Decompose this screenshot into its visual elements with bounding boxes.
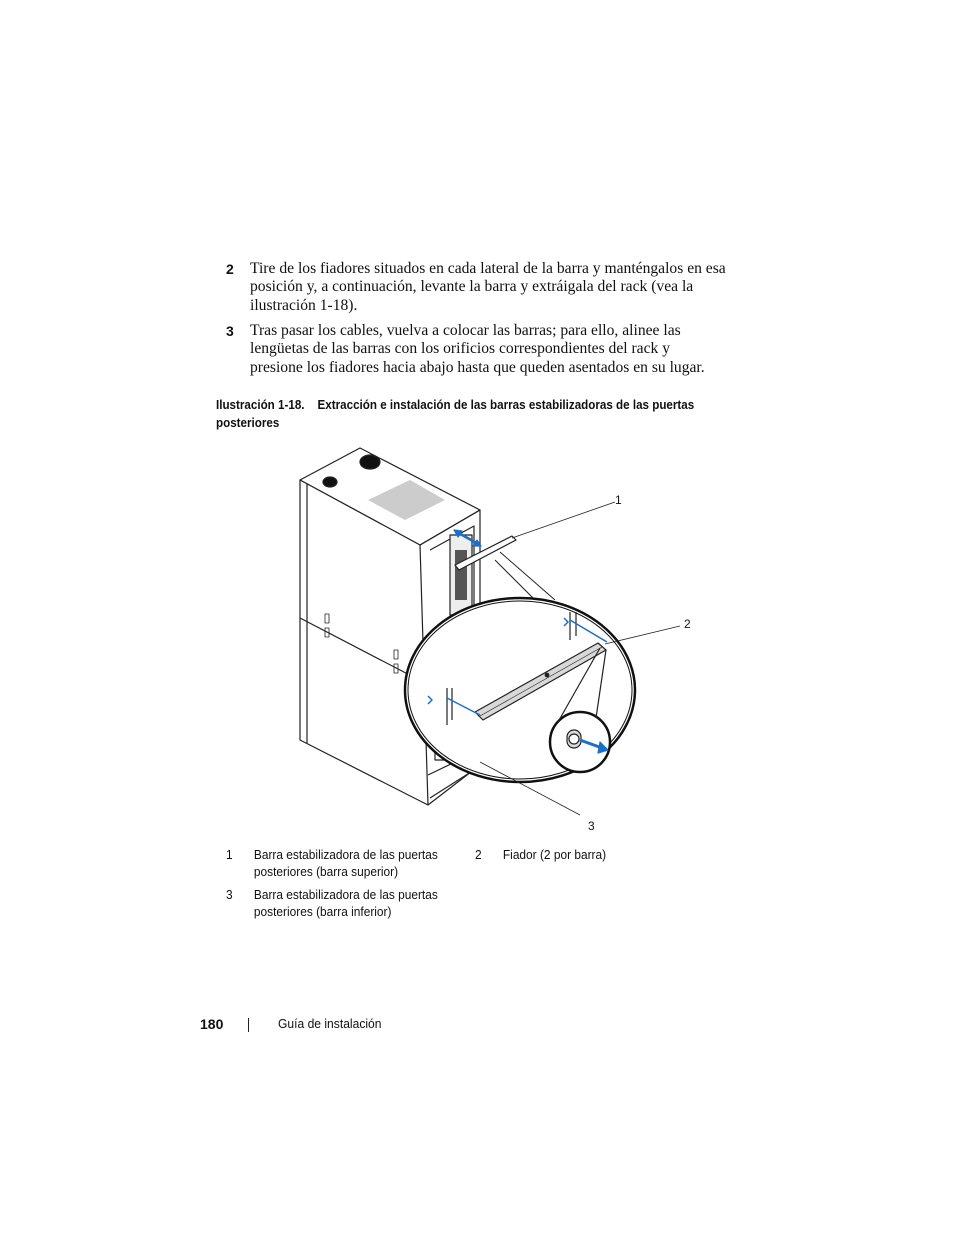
legend-text: Fiador (2 por barra)	[502, 847, 607, 862]
step-number: 3	[226, 323, 234, 339]
footer-title: Guía de instalación	[278, 1016, 382, 1031]
top-vent	[368, 480, 445, 520]
rack-stabilizer-illustration: 1 2 3	[299, 447, 691, 833]
footer-divider	[248, 1018, 249, 1032]
step-text: Tras pasar los cables, vuelva a colocar …	[250, 322, 705, 376]
top-hole-icon	[359, 454, 381, 470]
top-hole-icon	[322, 476, 338, 488]
step-text: Tire de los fiadores situados en cada la…	[250, 260, 726, 314]
legend-item-3: 3 Barra estabilizadora de las puertas po…	[226, 886, 449, 926]
step-number: 2	[226, 261, 234, 277]
figure-label: Ilustración 1-18.	[216, 398, 305, 412]
step-2: 2 Tire de los fiadores situados en cada …	[226, 260, 726, 315]
legend-text: Barra estabilizadora de las puertas post…	[253, 847, 438, 879]
figure-title: Extracción e instalación de las barras e…	[216, 398, 695, 430]
legend-item-1: 1 Barra estabilizadora de las puertas po…	[226, 846, 449, 886]
legend-number: 1	[226, 847, 233, 862]
callout-3: 3	[588, 819, 595, 833]
callout-2: 2	[684, 617, 691, 631]
page-number: 180	[200, 1016, 224, 1032]
figure-caption: Ilustración 1-18.Extracción e instalació…	[216, 397, 700, 432]
legend-item-2: 2 Fiador (2 por barra)	[475, 846, 661, 866]
callout-1: 1	[615, 493, 622, 507]
legend-number: 3	[226, 887, 233, 902]
upper-stabilizer-bar	[454, 535, 517, 571]
legend-number: 2	[475, 847, 482, 862]
legend-text: Barra estabilizadora de las puertas post…	[253, 887, 438, 919]
step-3: 3 Tras pasar los cables, vuelva a coloca…	[226, 322, 726, 377]
